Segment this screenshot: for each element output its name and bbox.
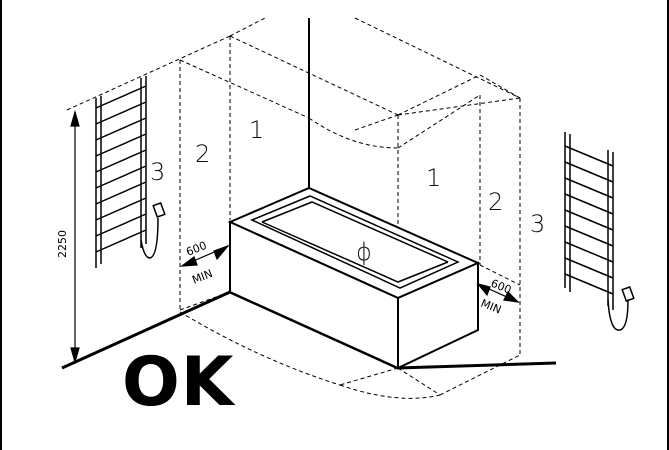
zone-1-right-label: 1 <box>426 164 441 192</box>
zone-1-left-label: 1 <box>249 116 264 144</box>
zone-3-right-label: 3 <box>530 210 545 238</box>
zone-3-left-label: 3 <box>150 158 165 186</box>
ok-verdict-label: OK <box>122 343 236 422</box>
right-clearance-unit: MIN <box>479 297 503 317</box>
left-clearance-unit: MIN <box>190 267 214 287</box>
zone-boundaries <box>66 17 521 399</box>
right-clearance-arrow <box>476 282 520 303</box>
height-dimension <box>70 109 80 365</box>
towel-rail-left <box>95 76 166 268</box>
bathtub-inner <box>250 195 460 289</box>
bathtub <box>227 186 481 370</box>
zone-0-label: ϕ <box>356 238 372 266</box>
towel-rail-right <box>564 132 635 331</box>
right-border <box>667 0 669 450</box>
zone-2-right-label: 2 <box>488 188 503 216</box>
left-clearance-arrow <box>180 244 230 267</box>
left-border <box>0 0 2 450</box>
zone-2-left-label: 2 <box>195 140 210 168</box>
height-dimension-label: 2250 <box>56 230 69 258</box>
